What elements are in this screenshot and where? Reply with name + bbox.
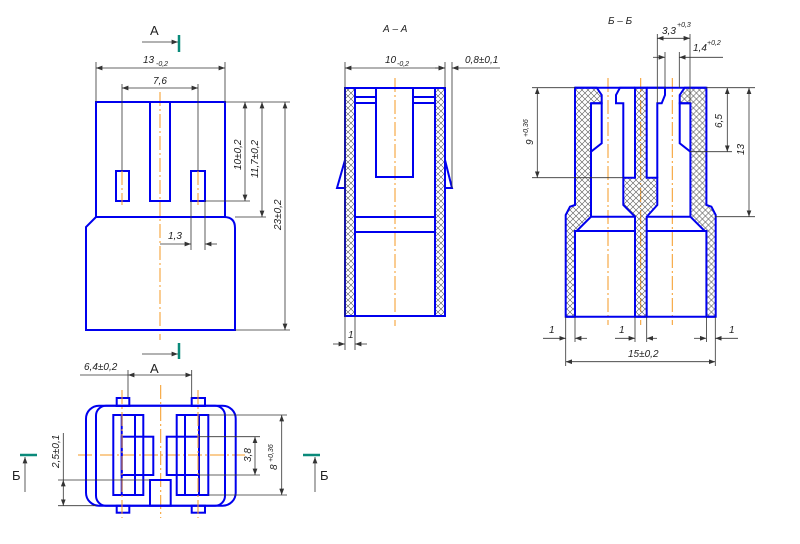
section-label: Б <box>12 468 21 483</box>
dimensions: 13 -0,2 7,6 10±0,2 11,7±0,2 23±0,2 1,3 <box>95 55 290 331</box>
dim-wall: 1 <box>348 330 354 341</box>
dim-pin-spacing: 6,4±0,2 <box>84 362 118 373</box>
dim-rib: 1 <box>619 325 625 336</box>
dim-depth: 9 <box>525 139 536 145</box>
lower-body <box>85 216 236 331</box>
dim-width: 13 <box>143 55 155 66</box>
dim-gap-tol: +0,3 <box>677 22 691 29</box>
contact-block-right <box>175 414 210 496</box>
dim-width-tol: -0,2 <box>397 61 409 68</box>
front-view: А 13 -0,2 7,6 10±0,2 11,7±0,2 23±0,2 1,3 <box>85 23 290 340</box>
dim-wall-left: 1 <box>549 325 555 336</box>
dim-gap: 3,3 <box>662 26 676 37</box>
latch-right <box>444 159 454 189</box>
section-label: А <box>150 23 159 38</box>
left-wall <box>564 86 635 318</box>
dim-cavity: 6,5 <box>714 114 725 128</box>
center-rib <box>622 86 659 318</box>
section-mark-a: А <box>142 343 181 376</box>
dim-pin-spacing: 7,6 <box>153 76 167 87</box>
section-title: А – А <box>382 24 408 35</box>
dim-pin-width: 1,3 <box>168 231 182 242</box>
dim-slot: 1,4 <box>693 43 707 54</box>
dim-window: 3,8 <box>243 448 254 462</box>
dim-total-height: 23±0,2 <box>273 199 284 231</box>
left-wall <box>344 87 356 317</box>
section-mark-b-right: Б <box>303 453 329 492</box>
hook-right <box>646 86 666 178</box>
section-label: А <box>150 361 159 376</box>
tab <box>115 504 131 514</box>
hook-left <box>615 86 635 178</box>
section-b-b: Б – Б 9 +0,36 6,5 13 3,3 +0,3 1,4 +0,2 1… <box>523 16 755 366</box>
section-mark-a: А <box>142 23 181 52</box>
section-title: Б – Б <box>608 16 633 27</box>
top-view: А Б Б 6,4±0,2 2,5±0,1 3,8 8 +0,36 <box>12 343 329 518</box>
section-mark-b-left: Б <box>12 453 37 492</box>
dim-inner: 8 <box>269 464 280 470</box>
dim-slot-tol: +0,2 <box>707 40 721 47</box>
dim-slot-depth: 10±0,2 <box>233 139 244 170</box>
dim-upper-height: 11,7±0,2 <box>250 139 261 178</box>
dim-height: 13 <box>736 143 747 155</box>
key-slot <box>149 479 172 507</box>
dim-offset: 2,5±0,1 <box>51 435 62 469</box>
dim-wall-right: 1 <box>729 325 735 336</box>
center-slot <box>149 101 171 202</box>
section-a-a: А – А 10 -0,2 0,8±0,1 1 <box>333 24 500 350</box>
inner-slot <box>375 87 414 178</box>
dim-width-tol: -0,2 <box>156 61 168 68</box>
contact-block-left <box>112 414 145 496</box>
section-label: Б <box>320 468 329 483</box>
dim-latch: 0,8±0,1 <box>465 55 498 66</box>
dim-width: 10 <box>385 55 397 66</box>
latch-left <box>335 159 346 189</box>
dim-depth-tol: +0,36 <box>523 119 530 137</box>
right-wall <box>434 87 446 317</box>
dim-width: 15±0,2 <box>628 349 659 360</box>
dim-inner-tol: +0,36 <box>268 444 275 462</box>
